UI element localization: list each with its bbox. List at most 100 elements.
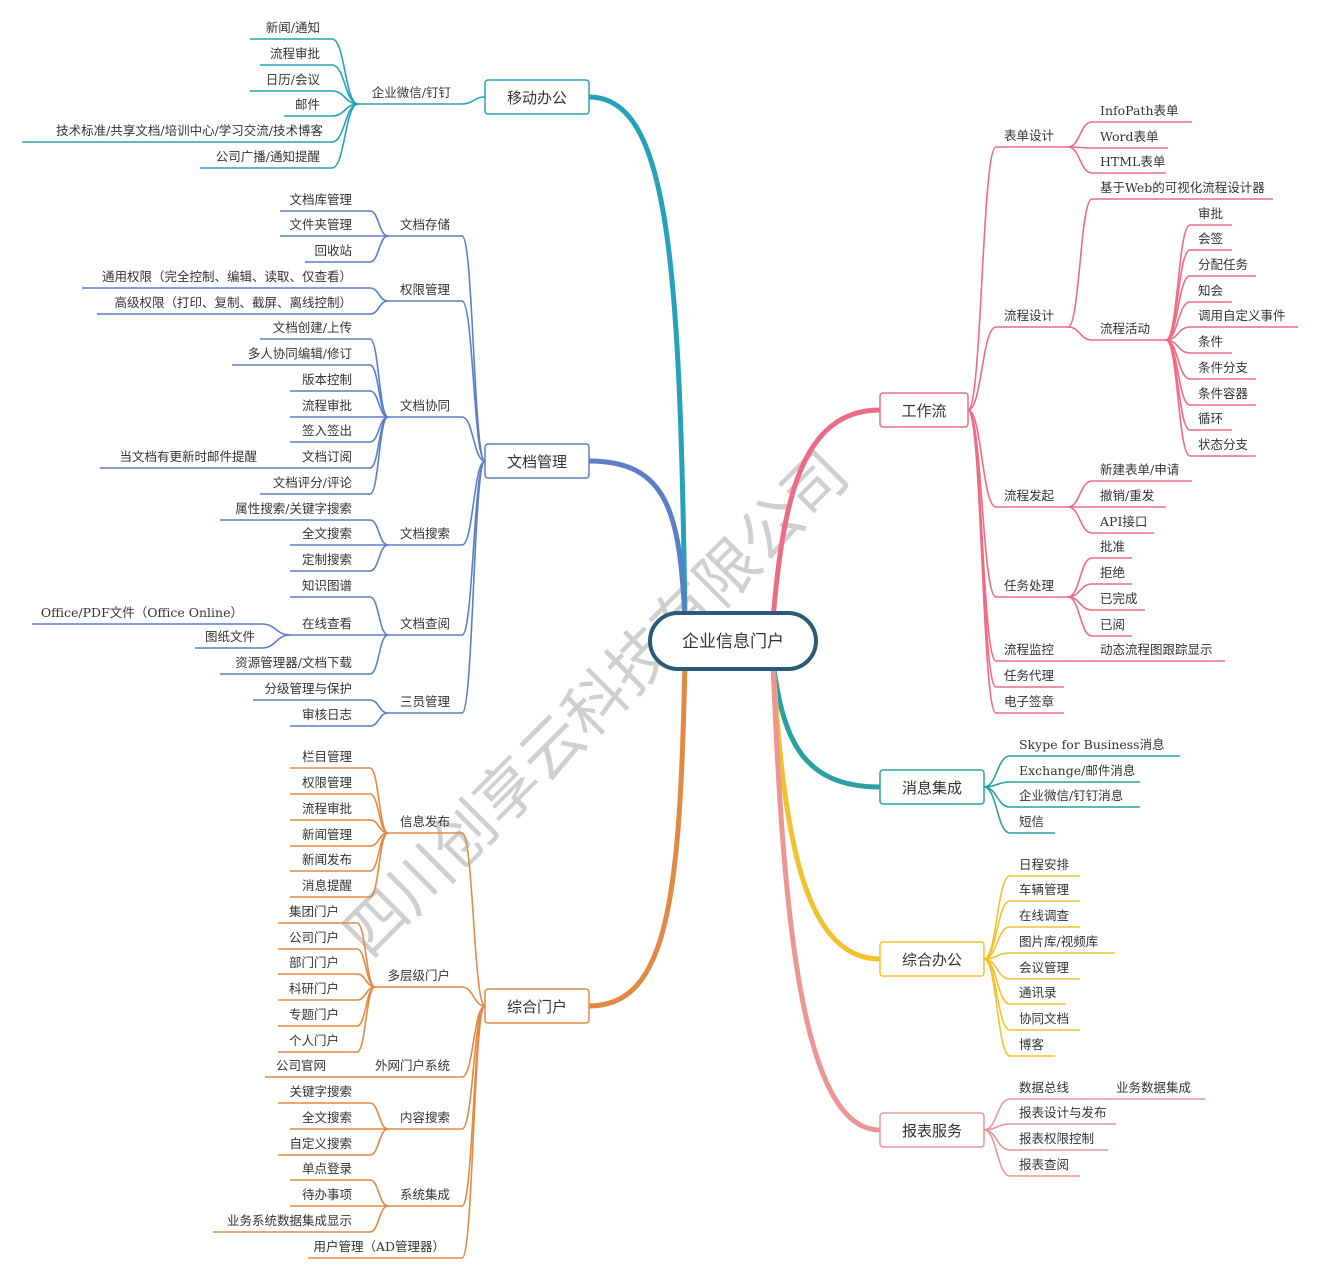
topic-node[interactable]: 撤销/重发 bbox=[1100, 488, 1155, 503]
topic-node[interactable]: 已完成 bbox=[1100, 591, 1138, 606]
branch-node-workflow[interactable] bbox=[879, 392, 969, 428]
topic-node[interactable]: 文档库管理 bbox=[289, 192, 352, 207]
topic-node[interactable]: 报表设计与发布 bbox=[1019, 1105, 1107, 1120]
topic-node[interactable]: 文档评分/评论 bbox=[273, 475, 353, 490]
topic-node[interactable]: 新建表单/申请 bbox=[1100, 462, 1179, 477]
topic-node[interactable]: 邮件 bbox=[295, 97, 320, 112]
root-node[interactable] bbox=[648, 611, 818, 671]
topic-node[interactable]: 任务处理 bbox=[1004, 578, 1055, 593]
topic-node[interactable]: 待办事项 bbox=[302, 1187, 352, 1202]
topic-node[interactable]: 报表权限控制 bbox=[1019, 1131, 1094, 1146]
topic-node[interactable]: 流程设计 bbox=[1004, 308, 1054, 323]
topic-node[interactable]: 签入签出 bbox=[302, 423, 352, 438]
topic-node[interactable]: 短信 bbox=[1019, 814, 1044, 829]
topic-node[interactable]: 任务代理 bbox=[1004, 668, 1055, 683]
topic-node[interactable]: 文档协同 bbox=[400, 398, 450, 413]
topic-node[interactable]: 企业微信/钉钉消息 bbox=[1019, 788, 1123, 803]
topic-node[interactable]: 在线调查 bbox=[1019, 908, 1070, 923]
topic-node[interactable]: Exchange/邮件消息 bbox=[1019, 763, 1135, 778]
topic-node[interactable]: 通讯录 bbox=[1019, 985, 1057, 1000]
topic-node[interactable]: 审核日志 bbox=[302, 707, 352, 722]
topic-node[interactable]: 权限管理 bbox=[302, 775, 353, 790]
topic-node[interactable]: 专题门户 bbox=[289, 1007, 339, 1022]
topic-node[interactable]: 属性搜索/关键字搜索 bbox=[235, 501, 352, 516]
topic-node[interactable]: 回收站 bbox=[314, 243, 352, 258]
topic-node[interactable]: API接口 bbox=[1099, 514, 1147, 529]
topic-node[interactable]: 公司官网 bbox=[276, 1058, 326, 1073]
topic-node[interactable]: 会签 bbox=[1198, 231, 1224, 246]
topic-node[interactable]: 博客 bbox=[1019, 1037, 1045, 1052]
topic-node[interactable]: 消息提醒 bbox=[302, 878, 353, 893]
topic-node[interactable]: 日历/会议 bbox=[266, 72, 321, 87]
branch-node-portal[interactable] bbox=[484, 988, 590, 1024]
topic-node[interactable]: 通用权限（完全控制、编辑、读取、仅查看） bbox=[102, 269, 352, 284]
topic-node[interactable]: InfoPath表单 bbox=[1100, 103, 1179, 118]
topic-node[interactable]: 新闻发布 bbox=[302, 852, 352, 867]
topic-node[interactable]: 分级管理与保护 bbox=[264, 681, 352, 696]
topic-node[interactable]: Skype for Business消息 bbox=[1019, 737, 1165, 752]
branch-node-docs[interactable] bbox=[484, 443, 590, 479]
topic-node[interactable]: 内容搜索 bbox=[400, 1110, 450, 1125]
topic-node[interactable]: 新闻/通知 bbox=[266, 20, 320, 35]
topic-node[interactable]: Word表单 bbox=[1100, 129, 1159, 144]
topic-node[interactable]: 多人协同编辑/修订 bbox=[248, 346, 352, 361]
topic-node[interactable]: 多层级门户 bbox=[387, 968, 450, 983]
topic-node[interactable]: 协同文档 bbox=[1019, 1011, 1069, 1026]
topic-node[interactable]: 版本控制 bbox=[302, 372, 352, 387]
topic-node[interactable]: 单点登录 bbox=[302, 1161, 352, 1176]
topic-node[interactable]: 个人门户 bbox=[289, 1033, 339, 1048]
topic-node[interactable]: 条件容器 bbox=[1198, 386, 1249, 401]
topic-node[interactable]: 批准 bbox=[1100, 539, 1125, 554]
topic-node[interactable]: 当文档有更新时邮件提醒 bbox=[119, 449, 257, 464]
topic-node[interactable]: 全文搜索 bbox=[302, 526, 352, 541]
topic-node[interactable]: 知识图谱 bbox=[302, 578, 352, 593]
topic-node[interactable]: 文件夹管理 bbox=[289, 217, 352, 232]
topic-node[interactable]: 文档搜索 bbox=[400, 526, 450, 541]
topic-node[interactable]: 拒绝 bbox=[1100, 565, 1125, 580]
topic-node[interactable]: 数据总线 bbox=[1019, 1080, 1070, 1095]
topic-node[interactable]: 全文搜索 bbox=[302, 1110, 352, 1125]
topic-node[interactable]: 系统集成 bbox=[400, 1187, 450, 1202]
topic-node[interactable]: 图纸文件 bbox=[205, 629, 255, 644]
topic-node[interactable]: 自定义搜索 bbox=[289, 1136, 352, 1151]
topic-node[interactable]: 流程活动 bbox=[1100, 321, 1150, 336]
topic-node[interactable]: 知会 bbox=[1198, 283, 1224, 298]
topic-node[interactable]: 定制搜索 bbox=[302, 552, 352, 567]
branch-node-office[interactable] bbox=[879, 941, 985, 977]
branch-node-report[interactable] bbox=[879, 1112, 985, 1148]
branch-node-mobile[interactable] bbox=[484, 79, 590, 115]
topic-node[interactable]: 条件 bbox=[1198, 334, 1223, 349]
topic-node[interactable]: 状态分支 bbox=[1198, 437, 1249, 452]
topic-node[interactable]: 调用自定义事件 bbox=[1198, 308, 1286, 323]
topic-node[interactable]: 报表查阅 bbox=[1019, 1157, 1069, 1172]
topic-node[interactable]: 集团门户 bbox=[289, 904, 339, 919]
topic-node[interactable]: 文档查阅 bbox=[400, 616, 450, 631]
topic-node[interactable]: 循环 bbox=[1198, 411, 1223, 426]
topic-node[interactable]: 基于Web的可视化流程设计器 bbox=[1100, 180, 1265, 195]
topic-node[interactable]: 电子签章 bbox=[1004, 694, 1054, 709]
topic-node[interactable]: 业务数据集成 bbox=[1116, 1080, 1191, 1095]
topic-node[interactable]: 公司广播/通知提醒 bbox=[216, 149, 321, 164]
topic-node[interactable]: 企业微信/钉钉 bbox=[372, 85, 452, 100]
topic-node[interactable]: 资源管理器/文档下载 bbox=[235, 655, 352, 670]
branch-node-msg[interactable] bbox=[879, 769, 985, 805]
topic-node[interactable]: 分配任务 bbox=[1198, 257, 1248, 272]
topic-node[interactable]: 流程审批 bbox=[270, 46, 320, 61]
topic-node[interactable]: 公司门户 bbox=[289, 930, 339, 945]
topic-node[interactable]: 业务系统数据集成显示 bbox=[227, 1213, 352, 1228]
topic-node[interactable]: 文档订阅 bbox=[302, 449, 352, 464]
topic-node[interactable]: 信息发布 bbox=[400, 814, 450, 829]
topic-node[interactable]: 会议管理 bbox=[1019, 960, 1070, 975]
topic-node[interactable]: 技术标准/共享文档/培训中心/学习交流/技术博客 bbox=[56, 123, 323, 138]
topic-node[interactable]: 新闻管理 bbox=[302, 827, 353, 842]
topic-node[interactable]: 科研门户 bbox=[289, 981, 339, 996]
topic-node[interactable]: 关键字搜索 bbox=[289, 1084, 352, 1099]
topic-node[interactable]: 流程发起 bbox=[1004, 488, 1055, 503]
topic-node[interactable]: 日程安排 bbox=[1019, 857, 1070, 872]
topic-node[interactable]: 车辆管理 bbox=[1019, 882, 1070, 897]
topic-node[interactable]: 已阅 bbox=[1100, 617, 1125, 632]
topic-node[interactable]: 审批 bbox=[1198, 206, 1223, 221]
topic-node[interactable]: 部门门户 bbox=[289, 955, 339, 970]
topic-node[interactable]: 流程审批 bbox=[302, 801, 352, 816]
topic-node[interactable]: 外网门户系统 bbox=[375, 1058, 450, 1073]
